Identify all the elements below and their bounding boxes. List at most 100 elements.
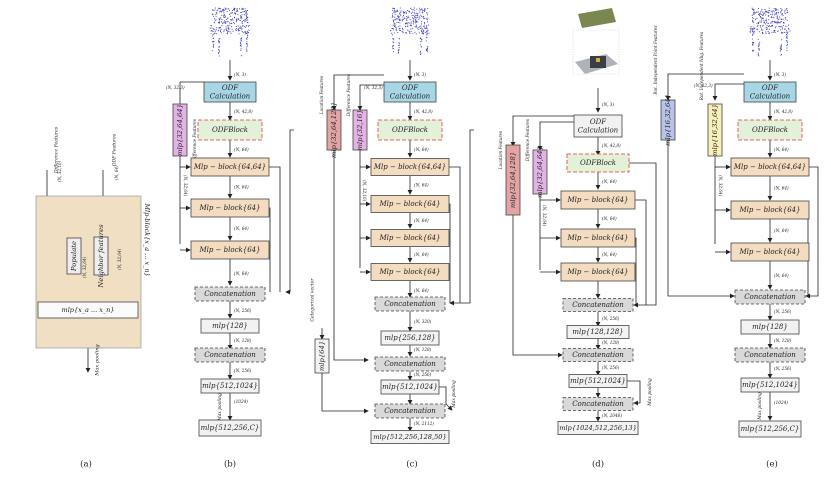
- connector: [667, 140, 735, 299]
- mlp-64-box-label: mlp{64}: [318, 341, 326, 371]
- difference-mlp-box-label: mlp{32,64,64}: [536, 146, 544, 198]
- odf-calculation-box-label: ODF: [222, 84, 239, 92]
- input-odf-label: ODF Features: [112, 133, 118, 166]
- mlp-block-4: [370, 263, 450, 281]
- dimension-label: (N, 128): [602, 340, 620, 345]
- connector: [285, 129, 294, 295]
- dimension-label: (N, 32,3): [364, 85, 383, 90]
- mlp-512-box-label: mlp{512,1024}: [382, 383, 438, 391]
- odf-block-box-label: ODFBlock: [752, 126, 788, 134]
- mlp-256-box: [380, 330, 440, 346]
- mlp-box: [37, 301, 139, 319]
- mlp-block-2: [730, 200, 810, 220]
- dimension-label: (N, 128): [774, 338, 792, 343]
- dimension-label: (N, 64): [234, 226, 249, 231]
- mlp-512-box-label: mlp{512,1024}: [202, 382, 258, 390]
- mlp-block-1-label: Mlp − block{64,64}: [193, 163, 266, 171]
- maxpool-label: Max pooling: [95, 344, 101, 376]
- side-mlp-box-label: mlp{32,64,64}: [176, 104, 184, 156]
- mlp-64-box: [314, 338, 330, 374]
- dimension-label: (N, 32,64): [542, 205, 547, 227]
- rot-point-mlp-box: [660, 99, 676, 141]
- maxpool-label: Max pooling: [218, 393, 223, 422]
- connector: [331, 74, 384, 111]
- input-difference-label: Difference Features: [54, 126, 60, 174]
- rot-nbg-mlp-box: [707, 103, 723, 157]
- rot-nbg-mlp-box-label: mlp{16,32,64}: [711, 104, 719, 156]
- odf-block-box: [377, 119, 443, 141]
- connector: [805, 166, 819, 299]
- connector: [665, 73, 744, 101]
- concatenation-box-2-label: Concatenation: [204, 351, 256, 359]
- mlp-block-2-label: Mlp − block{64}: [738, 206, 800, 214]
- concatenation-box-label: Concatenation: [204, 290, 256, 298]
- location-mlp-box-label: mlp{32,64,128}: [330, 102, 338, 158]
- odf-block-box: [197, 119, 263, 141]
- categorical-vector-label: Categorical vector: [310, 278, 316, 322]
- mlp-block-3-label: Mlp − block{64}: [566, 268, 628, 276]
- odf-block-box-label: ODFBlock: [580, 159, 616, 167]
- dimension-label: (N, 64): [602, 252, 617, 257]
- concatenation-box: [374, 296, 446, 312]
- panel-caption: (c): [406, 459, 417, 470]
- concatenation-box: [562, 298, 634, 312]
- dimension-label: (N, 256): [774, 309, 792, 314]
- mlp-block-4-label: Mlp − block{64}: [378, 268, 440, 276]
- dimension-label: (N, 64): [602, 179, 617, 184]
- connector: [629, 162, 657, 308]
- maxpool-label: Max pooling: [452, 380, 457, 409]
- odf-calculation-box-label: Calculation: [210, 92, 251, 100]
- odf-calculation-box-label: ODF: [590, 118, 607, 126]
- panel-caption: (b): [224, 459, 236, 470]
- mlp-512-box-label: mlp{512,1024}: [570, 377, 626, 385]
- odf-calculation-box: [383, 81, 437, 103]
- room-scan-icon: [572, 8, 620, 75]
- dimension-label: (N, 32,3): [166, 85, 185, 90]
- dimension-label: (N, 256): [774, 366, 792, 371]
- difference-mlp-box: [532, 149, 548, 195]
- odf-block-box-label: ODFBlock: [212, 126, 248, 134]
- neighbor-features-box-label: Neighbor features: [97, 224, 105, 289]
- populate-box: [66, 237, 82, 275]
- connector: [321, 373, 369, 414]
- dimension-label: (N, 3): [774, 72, 786, 77]
- dimension-label: (N, 42,8): [602, 143, 621, 148]
- location-features-label: Location Features: [319, 76, 324, 115]
- connector: [510, 115, 574, 147]
- location-mlp-box: [505, 144, 521, 216]
- mlp-128-box-label: mlp{128,128}: [572, 328, 623, 336]
- final-mlp-box-label: mlp{512,256,C}: [201, 424, 260, 432]
- dimension-label: (N, 42,8): [414, 109, 433, 114]
- mlp-128-box: [566, 325, 630, 339]
- dimension-label: (N, 64): [414, 147, 429, 152]
- concatenation-box: [194, 286, 266, 302]
- concatenation-box-2: [562, 348, 634, 362]
- connector: [635, 199, 647, 305]
- mlp-block-title: Mlp-block{x_a ... x_n}: [143, 202, 151, 276]
- mlp-512-box: [740, 377, 800, 393]
- mlp-box-label: mlp{x_a ... x_n}: [62, 306, 115, 314]
- concatenation-box-2-label: Concatenation: [572, 351, 624, 359]
- dimension-label: (1024): [774, 400, 788, 405]
- mlp-block-2-label: Mlp − block{64}: [198, 204, 260, 212]
- concatenation-box-label: Concatenation: [572, 301, 624, 309]
- dimension-label: (N, 64): [234, 147, 249, 152]
- location-features-label: Location Features: [498, 131, 503, 170]
- difference-features-label: Difference Features: [192, 119, 197, 162]
- connector: [439, 386, 453, 411]
- mlp-512-box-label: mlp{512,1024}: [742, 381, 798, 389]
- dimension-label: (N, 64): [774, 228, 789, 233]
- odf-calculation-box-label: ODF: [762, 84, 779, 92]
- point-cloud-chair-icon: [209, 7, 250, 57]
- mlp-512-box: [380, 379, 440, 395]
- dimension-label: (N, 256): [234, 368, 252, 373]
- odf-calculation-box: [573, 114, 623, 138]
- dimension-label: (N, 64): [602, 216, 617, 221]
- dimension-label: (N, 32,64): [718, 175, 723, 197]
- mlp-512-box: [200, 378, 260, 394]
- side-mlp-box: [172, 103, 188, 157]
- point-cloud-chair-icon: [390, 7, 430, 56]
- dimension-label: (N, 3): [602, 102, 614, 107]
- mlp-block-1-label: Mlp − block{64,64}: [733, 163, 806, 171]
- odf-calculation-box-label: Calculation: [750, 92, 791, 100]
